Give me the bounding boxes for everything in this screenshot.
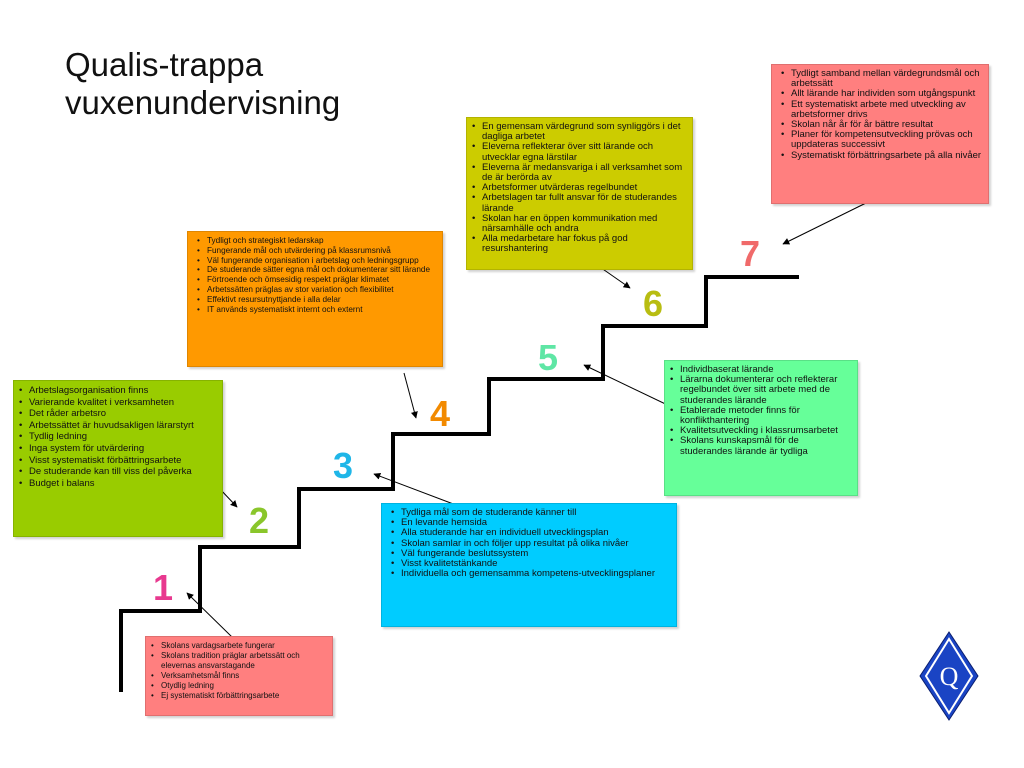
list-item: En gemensam värdegrund som synliggörs i …: [472, 121, 686, 142]
level-6-box: En gemensam värdegrund som synliggörs i …: [466, 117, 693, 270]
list-item: Inga system för utvärdering: [19, 443, 216, 455]
page-title: Qualis-trappa vuxenundervisning: [65, 46, 340, 122]
level-5-box: Individbaserat lärande Lärarna dokumente…: [664, 360, 858, 496]
list-item: Effektivt resursutnyttjande i alla delar: [197, 295, 436, 305]
level-7-box: Tydligt samband mellan värdegrundsmål oc…: [771, 64, 989, 204]
list-item: Skolan samlar in och följer upp resultat…: [391, 538, 670, 549]
list-item: Tydliga mål som de studerande känner til…: [391, 507, 670, 518]
list-item: Etablerade metoder finns för konflikthan…: [670, 405, 851, 426]
step-number-4: 4: [430, 393, 451, 434]
level-1-box: Skolans vardagsarbete fungerar Skolans t…: [145, 636, 333, 716]
list-item: Arbetslagen tar fullt ansvar för de stud…: [472, 193, 686, 214]
list-item: IT används systematiskt internt och exte…: [197, 305, 436, 315]
level-3-list: Tydliga mål som de studerande känner til…: [391, 507, 670, 580]
arrow-to-step-3: [373, 472, 457, 506]
list-item: Visst kvalitetstänkande: [391, 558, 670, 569]
list-item: Väl fungerande organisation i arbetslag …: [197, 256, 436, 266]
list-item: Tydlig ledning: [19, 431, 216, 443]
list-item: Arbetssätten präglas av stor variation o…: [197, 285, 436, 295]
list-item: De studerande kan till viss del påverka: [19, 466, 216, 478]
arrow-to-step-7: [782, 202, 867, 245]
list-item: Eleverna reflekterar över sitt lärande o…: [472, 142, 686, 163]
list-item: Alla medarbetare har fokus på god resurs…: [472, 234, 686, 255]
list-item: Tydligt samband mellan värdegrundsmål oc…: [781, 68, 982, 89]
logo-letter: Q: [940, 662, 959, 691]
list-item: Arbetslagsorganisation finns: [19, 385, 216, 397]
list-item: Varierande kvalitet i verksamheten: [19, 397, 216, 409]
step-number-1: 1: [153, 567, 174, 608]
list-item: Ett systematiskt arbete med utveckling a…: [781, 99, 982, 120]
list-item: Visst systematiskt förbättringsarbete: [19, 455, 216, 467]
step-number-6: 6: [643, 283, 664, 324]
list-item: Kvalitetsutveckling i klassrumsarbetet: [670, 426, 851, 437]
diamond-q-logo-icon: Q: [919, 631, 979, 721]
list-item: Förtroende och ömsesidig respekt präglar…: [197, 275, 436, 285]
title-line-2: vuxenundervisning: [65, 84, 341, 121]
list-item: Ej systematiskt förbättringsarbete: [151, 691, 326, 701]
list-item: Allt lärande har individen som utgångspu…: [781, 89, 982, 100]
list-item: De studerande sätter egna mål och dokume…: [197, 265, 436, 275]
list-item: Otydlig ledning: [151, 681, 326, 691]
arrow-to-step-1: [186, 592, 233, 638]
list-item: Skolan har en öppen kommunikation med nä…: [472, 213, 686, 234]
level-3-box: Tydliga mål som de studerande känner til…: [381, 503, 677, 627]
list-item: Lärarna dokumenterar och reflekterar reg…: [670, 375, 851, 406]
level-5-list: Individbaserat lärande Lärarna dokumente…: [670, 364, 851, 457]
list-item: Fungerande mål och utvärdering på klassr…: [197, 246, 436, 256]
level-7-list: Tydligt samband mellan värdegrundsmål oc…: [781, 68, 982, 161]
list-item: Verksamhetsmål finns: [151, 671, 326, 681]
list-item: Systematiskt förbättringsarbete på alla …: [781, 150, 982, 161]
list-item: Alla studerande har en individuell utvec…: [391, 528, 670, 539]
list-item: Det råder arbetsro: [19, 408, 216, 420]
level-4-list: Tydligt och strategiskt ledarskap Funger…: [197, 236, 436, 314]
list-item: Planer för kompetensutveckling prövas oc…: [781, 130, 982, 151]
step-number-7: 7: [740, 233, 761, 274]
step-number-3: 3: [333, 445, 354, 486]
list-item: Skolans kunskapsmål för de studerandes l…: [670, 436, 851, 457]
staircase-line: [119, 275, 799, 692]
title-line-1: Qualis-trappa: [65, 46, 264, 83]
level-6-list: En gemensam värdegrund som synliggörs i …: [472, 121, 686, 255]
list-item: Skolans tradition präglar arbetssätt och…: [151, 651, 326, 671]
list-item: Väl fungerande beslutssystem: [391, 548, 670, 559]
step-number-2: 2: [249, 500, 270, 541]
list-item: Arbetssättet är huvudsakligen lärarstyrt: [19, 420, 216, 432]
list-item: Tydligt och strategiskt ledarskap: [197, 236, 436, 246]
level-1-list: Skolans vardagsarbete fungerar Skolans t…: [151, 641, 326, 701]
step-number-5: 5: [538, 337, 559, 378]
level-4-box: Tydligt och strategiskt ledarskap Funger…: [187, 231, 443, 367]
level-2-list: Arbetslagsorganisation finns Varierande …: [19, 385, 216, 489]
list-item: En levande hemsida: [391, 517, 670, 528]
list-item: Budget i balans: [19, 478, 216, 490]
list-item: Individbaserat lärande: [670, 364, 851, 375]
level-2-box: Arbetslagsorganisation finns Varierande …: [13, 380, 223, 537]
arrow-to-step-5: [583, 364, 679, 411]
arrow-to-step-4: [403, 372, 418, 419]
list-item: Arbetsformer utvärderas regelbundet: [472, 183, 686, 194]
list-item: Skolan når år för år bättre resultat: [781, 119, 982, 130]
list-item: Skolans vardagsarbete fungerar: [151, 641, 326, 651]
list-item: Eleverna är medansvariga i all verksamhe…: [472, 162, 686, 183]
list-item: Individuella och gemensamma kompetens-ut…: [391, 569, 670, 580]
